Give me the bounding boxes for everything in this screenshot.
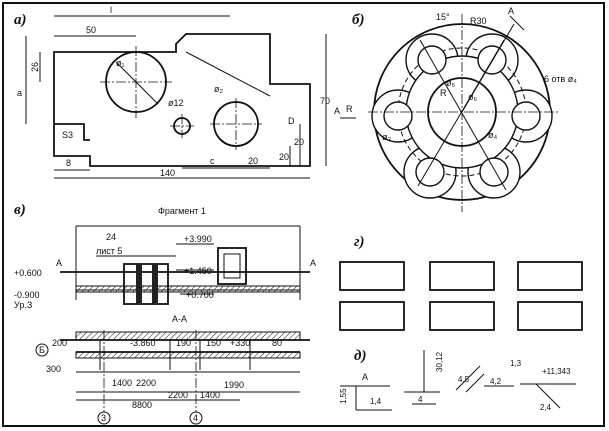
axis-bubble-3: 3	[97, 411, 111, 425]
dim-300: 300	[46, 364, 61, 374]
panel-b: б) 15° R30 A	[334, 6, 577, 212]
column-block	[123, 263, 169, 305]
panel-a: а) l 50 26 a 70 D 20 20	[14, 5, 330, 179]
bolt-holes	[383, 45, 541, 187]
panel-g: г)	[339, 234, 583, 331]
axis-4-label: 4	[193, 413, 198, 423]
dim-26: 26	[30, 62, 40, 72]
axis-b-label: Б	[39, 345, 45, 355]
d2-label: ø₂	[214, 84, 223, 94]
r30-label: R30	[470, 16, 487, 26]
panel-label-b: б)	[352, 12, 364, 28]
sheet-ref: лист 5	[96, 246, 122, 256]
dim-a: a	[17, 88, 22, 98]
dim-20-bottom: 20	[248, 156, 258, 166]
axis-3-label: 3	[101, 413, 106, 423]
s3-label: S3	[62, 130, 73, 140]
r-left: R	[346, 104, 353, 114]
d-a: A	[362, 372, 368, 382]
dim-80: 80	[272, 338, 282, 348]
cell-6	[517, 301, 583, 331]
axis-bubble-b: Б	[35, 343, 49, 357]
d-13: 1,3	[510, 359, 522, 368]
dim-8: 8	[66, 158, 71, 168]
dim-D: D	[288, 116, 295, 126]
axis-bubble-4: 4	[189, 411, 203, 425]
angle-15: 15°	[436, 12, 450, 22]
d5-label: ø₅	[446, 78, 455, 88]
dim-1990: 1990	[224, 380, 244, 390]
dim-1400a: 1400	[112, 378, 132, 388]
dim-20-right: 20	[294, 137, 304, 147]
dim-20-bottom-right: 20	[279, 152, 289, 162]
d1-label: ø₁	[116, 58, 125, 68]
slot	[54, 123, 90, 141]
panel-label-d: д)	[354, 348, 366, 364]
panel-label-v: в)	[14, 202, 26, 218]
d-14: 1,4	[370, 397, 382, 406]
r-small: R	[440, 88, 447, 98]
dim-150: 150	[206, 338, 221, 348]
d6-label: ø₆	[468, 92, 477, 102]
dim-50: 50	[86, 25, 96, 35]
panel-d: д) A 1,55 1,4 30,12 4 4,5 4,2 1,3 +11,34…	[339, 348, 576, 412]
cell-1	[339, 261, 405, 291]
d-3012: 30,12	[435, 351, 444, 372]
holes-note: 6 отв ø₄	[544, 74, 577, 84]
cell-2	[429, 261, 495, 291]
d-24: 2,4	[540, 403, 552, 412]
dim-2200a: 2200	[136, 378, 156, 388]
cell-4	[339, 301, 405, 331]
panel-label-a: а)	[14, 12, 27, 28]
elev-yp: Ур.З	[14, 300, 32, 310]
d-4: 4	[418, 395, 423, 404]
d12-label: ø12	[168, 98, 184, 108]
dim-2200b: 2200	[168, 390, 188, 400]
elev-m0900: -0.900	[14, 290, 40, 300]
dim-140: 140	[160, 168, 175, 178]
a-right: A	[310, 258, 316, 268]
d-42: 4,2	[490, 377, 502, 386]
d4-label: ø₄	[488, 130, 497, 140]
cell-3	[517, 261, 583, 291]
plate-outline	[53, 33, 311, 167]
window-block	[217, 247, 247, 285]
section-a-left: A	[334, 106, 340, 116]
elev-700: +0.700	[186, 290, 214, 300]
section-a-top: A	[508, 6, 514, 16]
fragment-title: Фрагмент 1	[158, 206, 206, 216]
panel-v: в) Фрагмент 1 24 лист 5 +3.990 +1.450 +0…	[14, 202, 316, 425]
elev-3990: +3.990	[184, 234, 212, 244]
dim-190: 190	[176, 338, 191, 348]
dim-70: 70	[320, 96, 330, 106]
dim-330: +330	[230, 338, 250, 348]
elev-1450: +1.450	[184, 266, 212, 276]
elev-0600: +0.600	[14, 268, 42, 278]
chamfer-edge	[185, 51, 271, 97]
a-left: A	[56, 258, 62, 268]
dim-24: 24	[106, 232, 116, 242]
d-155: 1,55	[339, 388, 348, 404]
d-45: 4,5	[458, 375, 470, 384]
dim-200: 200	[52, 338, 67, 348]
d3-label: ø₃	[382, 132, 391, 142]
dim-1400c: 1400	[200, 390, 220, 400]
cell-5	[429, 301, 495, 331]
panel-label-g: г)	[354, 234, 365, 250]
dim-l: l	[110, 5, 112, 15]
d-11343: +11,343	[542, 367, 571, 376]
dim-3860: -3.860	[130, 338, 156, 348]
section-aa: A-A	[172, 314, 187, 324]
dim-8800: 8800	[132, 400, 152, 410]
dim-c: c	[210, 156, 215, 166]
